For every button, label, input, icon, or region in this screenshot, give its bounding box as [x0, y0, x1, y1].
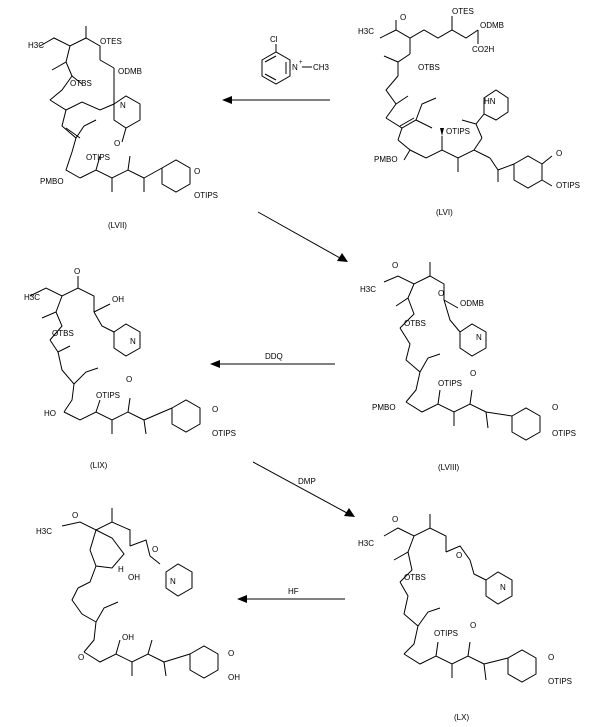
lxi-o-4: O: [228, 649, 234, 658]
reagent-plus-text: +: [299, 60, 303, 66]
lx-h3c: H3C: [358, 539, 374, 548]
lvi-o-2: O: [556, 149, 562, 158]
lvii-pmbo: PMBO: [40, 177, 64, 186]
lvi-otbs: OTBS: [418, 63, 440, 72]
lxi-o: O: [72, 511, 78, 520]
lviii-o-2: O: [470, 369, 476, 378]
lviii-o-4: O: [438, 289, 444, 298]
lvi-o: O: [400, 13, 406, 22]
lix-oh: OH: [112, 295, 124, 304]
reagent-ch3-text: CH3: [313, 63, 330, 72]
compound-lxi: H3C O H OH O N OH O OH O: [36, 508, 240, 682]
reagent-pyridinium: Cl N + CH3: [261, 35, 330, 85]
lvi-pmbo: PMBO: [374, 155, 398, 164]
lix-o-3: O: [212, 405, 218, 414]
lxi-n: N: [170, 577, 176, 586]
lx-o: O: [392, 515, 398, 524]
lvii-o-2: O: [194, 167, 200, 176]
arrow-step-1: [222, 96, 330, 104]
lx-otbs: OTBS: [404, 573, 426, 582]
lviii-pmbo: PMBO: [372, 403, 396, 412]
lviii-o-3: O: [552, 403, 558, 412]
lvi-co2h: CO2H: [472, 45, 494, 54]
reagent-cl-text: Cl: [270, 35, 278, 44]
lvi-otes: OTES: [452, 7, 474, 16]
lviii-h3c: H3C: [360, 285, 376, 294]
lx-o-4: O: [548, 653, 554, 662]
lx-otips-2: OTIPS: [548, 677, 572, 686]
lx-o-2: O: [456, 551, 462, 560]
lix-n: N: [130, 337, 136, 346]
lix-o: O: [74, 267, 80, 276]
lix-otips-2: OTIPS: [212, 429, 236, 438]
compound-lix: OH H3C O OTBS N O OTIPS HO OTIPS O (LIX): [24, 267, 236, 470]
lxi-oh-2: OH: [122, 633, 134, 642]
lviii-o: O: [392, 261, 398, 270]
lx-o-3: O: [470, 621, 476, 630]
lvi-hn: HN: [484, 97, 496, 106]
lix-h3c: H3C: [24, 293, 40, 302]
lix-label: (LIX): [90, 461, 108, 470]
arrow-step-3: DDQ: [210, 352, 335, 368]
lxi-o-2: O: [152, 545, 158, 554]
lviii-odmb: ODMB: [460, 299, 484, 308]
lvi-otips-2: OTIPS: [556, 181, 580, 190]
lxi-oh: OH: [128, 573, 140, 582]
lviii-label: (LVIII): [438, 463, 460, 472]
lvii-otips-2: OTIPS: [194, 191, 218, 200]
lx-n: N: [500, 583, 506, 592]
arrow-step-4: DMP: [252, 461, 355, 517]
lvii-h3c: H3C: [28, 41, 44, 50]
lvi-otips: OTIPS: [446, 127, 470, 136]
lxi-o-3: O: [78, 653, 84, 662]
lvii-otips: OTIPS: [86, 153, 110, 162]
lvi-odmb: ODMB: [480, 21, 504, 30]
lix-otips: OTIPS: [96, 391, 120, 400]
compound-lviii: ODMB H3C O OTBS N O OTIPS PMBO OTIPS O O…: [360, 261, 576, 472]
lvii-label: (LVII): [108, 221, 127, 230]
lviii-otips: OTIPS: [438, 379, 462, 388]
lvii-otbs: OTBS: [70, 79, 92, 88]
reagent-ddq-text: DDQ: [265, 352, 283, 361]
lvii-n: N: [120, 101, 126, 110]
reagent-n-text: N: [292, 63, 298, 72]
lx-otips: OTIPS: [434, 629, 458, 638]
lvii-otes: OTES: [100, 37, 122, 46]
lvii-o: O: [114, 139, 120, 148]
compound-lx: H3C O OTBS O N O OTIPS OTIPS O (LX): [358, 514, 572, 722]
lix-ho: HO: [44, 409, 56, 418]
reagent-hf-text: HF: [288, 587, 299, 596]
compound-lvi: OTES ODMB CO2H H3C O OTBS HN OTIPS PMBO …: [358, 7, 580, 217]
lvii-odmb: ODMB: [118, 67, 142, 76]
lviii-otips-2: OTIPS: [552, 429, 576, 438]
lix-otbs: OTBS: [52, 329, 74, 338]
compound-lvii: OTES ODMB H3C OTBS N O OTIPS PMBO OTIPS …: [28, 26, 218, 230]
lviii-n: N: [476, 333, 482, 342]
reagent-dmp-text: DMP: [298, 477, 316, 486]
lxi-h: H: [118, 565, 124, 574]
arrow-step-2: [257, 211, 348, 262]
arrow-step-5: HF: [237, 587, 345, 603]
lvi-label: (LVI): [436, 208, 453, 217]
lxi-h3c: H3C: [36, 527, 52, 536]
lviii-otbs: OTBS: [404, 319, 426, 328]
lix-o-2: O: [126, 375, 132, 384]
lx-label: (LX): [454, 713, 469, 722]
lvi-h3c: H3C: [358, 27, 374, 36]
lxi-oh-3: OH: [228, 673, 240, 682]
